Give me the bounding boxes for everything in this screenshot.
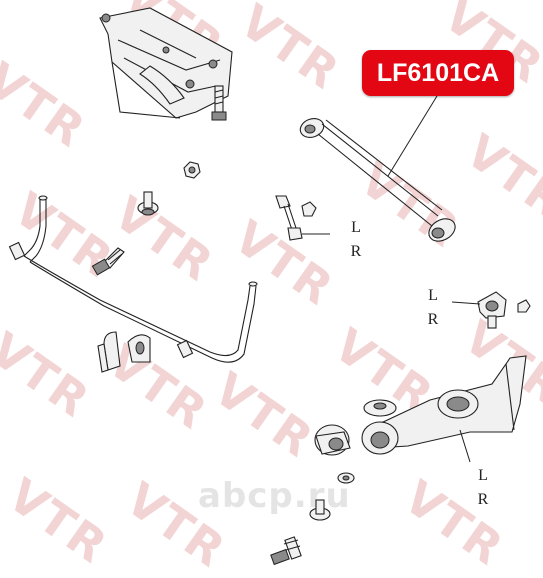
stabilizer-link: [275, 195, 330, 241]
trailing-link: [299, 118, 456, 242]
subframe-bracket: [99, 7, 233, 119]
arm-bushing: [314, 424, 351, 456]
bushing-bracket: [451, 291, 531, 329]
side-label-arm: L R: [476, 464, 490, 512]
side-label-right: R: [350, 243, 362, 260]
bar-clamp: [97, 331, 151, 373]
part-number-label: LF6101CA: [362, 50, 514, 96]
spring-seat: [363, 399, 397, 417]
washer: [337, 472, 355, 484]
callout-leader: [387, 95, 438, 177]
washer-bolt: [309, 499, 331, 521]
arm-bolt: [270, 536, 302, 566]
nut: [183, 161, 201, 179]
bracket-bolt: [211, 85, 227, 121]
side-label-left: L: [428, 287, 438, 304]
stabilizer-bar: [8, 195, 258, 363]
side-label-right: R: [427, 311, 439, 328]
side-label-left: L: [478, 467, 488, 484]
mounting-bolt: [91, 247, 125, 276]
lower-control-arm: [361, 355, 527, 463]
side-label-bracket: L R: [426, 284, 440, 332]
side-label-right: R: [477, 491, 489, 508]
side-label-left: L: [351, 219, 361, 236]
bushing-bolt: [137, 191, 159, 216]
side-label-link: L R: [349, 216, 363, 264]
